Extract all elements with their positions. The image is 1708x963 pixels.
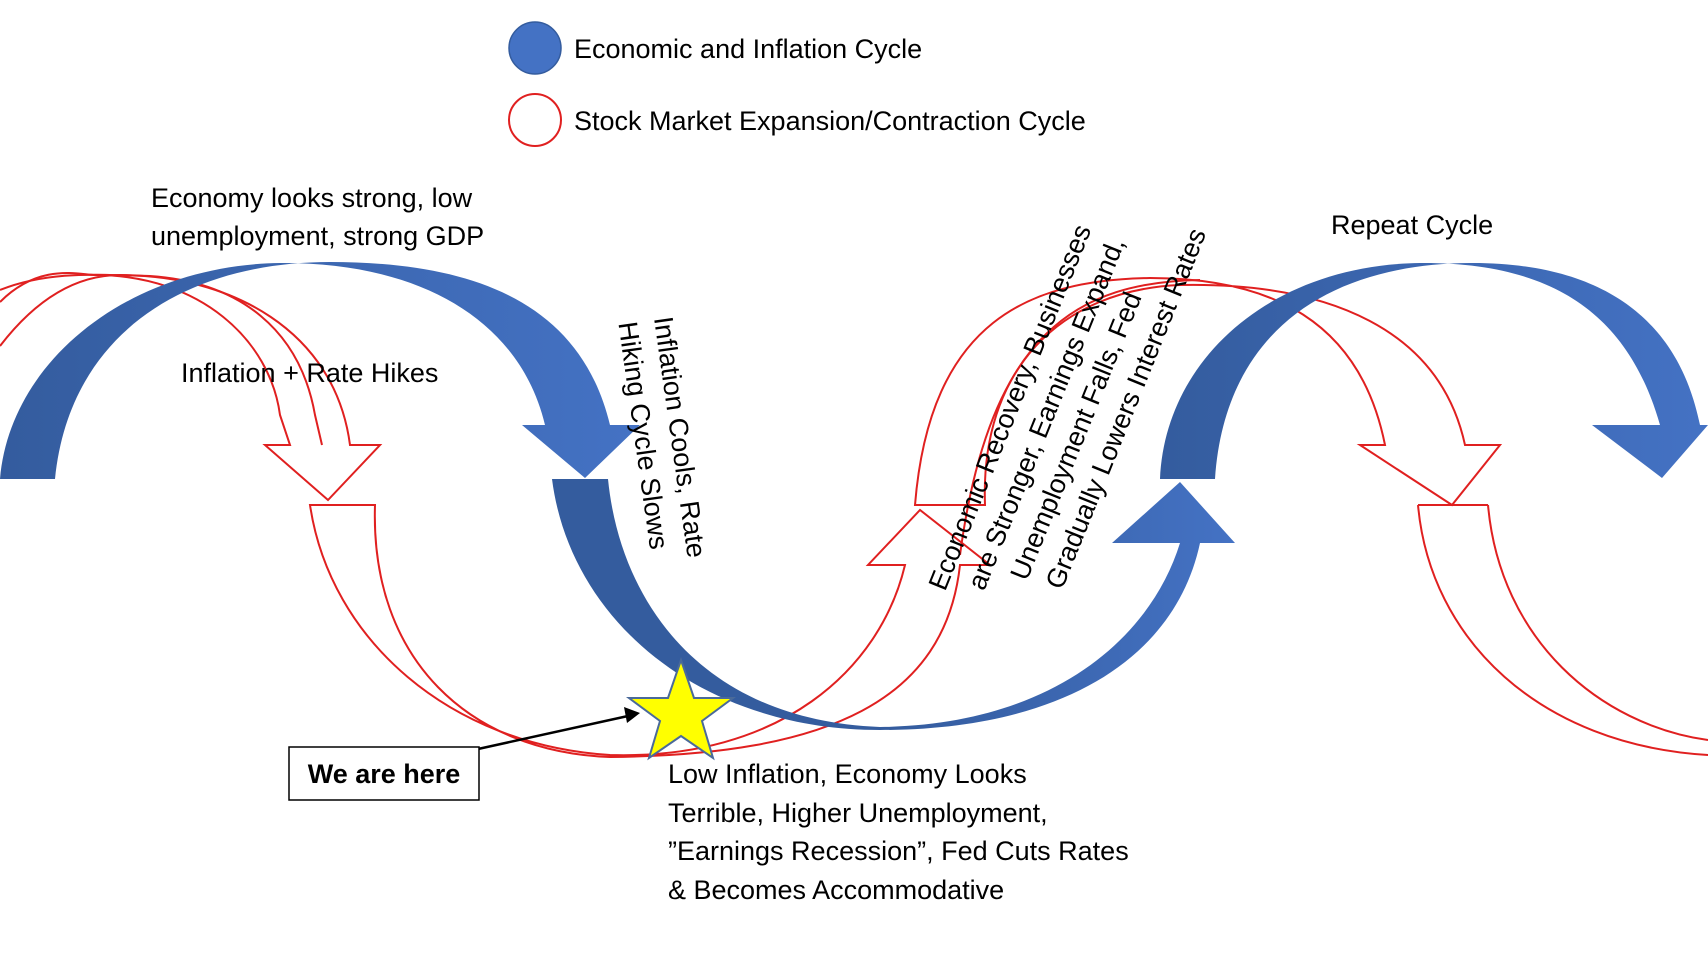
inflation-cools-label: Inflation Cools, Rate Hiking Cycle Slows xyxy=(612,315,712,572)
market-arrow-2 xyxy=(308,504,993,759)
we-are-here-label: We are here xyxy=(308,759,461,789)
callout-pointer-head xyxy=(624,707,640,723)
economic-arrow-1 xyxy=(0,262,640,479)
market-arrow-3 xyxy=(913,276,1503,507)
market-arrow-4 xyxy=(1417,504,1708,756)
economic-arrow-3 xyxy=(1160,262,1708,479)
low-inflation-label: Low Inflation, Economy Looks Terrible, H… xyxy=(668,759,1136,905)
market-cycle-legend-label: Stock Market Expansion/Contraction Cycle xyxy=(574,106,1086,136)
current-position-star xyxy=(625,656,737,761)
economic-arrow-2 xyxy=(552,479,1235,730)
callout-pointer-line xyxy=(477,714,629,751)
we-are-here-callout-box xyxy=(288,746,480,801)
market-cycle-legend-icon xyxy=(508,93,562,147)
recovery-label: Economic Recovery, Businesses are Strong… xyxy=(923,184,1212,635)
market-arrow-1-inner xyxy=(0,273,323,446)
economic-cycle-legend-label: Economic and Inflation Cycle xyxy=(574,34,922,64)
repeat-cycle-label: Repeat Cycle xyxy=(1331,210,1493,240)
economy-strong-label: Economy looks strong, low unemployment, … xyxy=(151,183,484,251)
inflation-hikes-label: Inflation + Rate Hikes xyxy=(181,358,438,388)
economic-cycle-legend-icon xyxy=(508,21,562,75)
market-arrow-3-inner xyxy=(959,279,1201,556)
